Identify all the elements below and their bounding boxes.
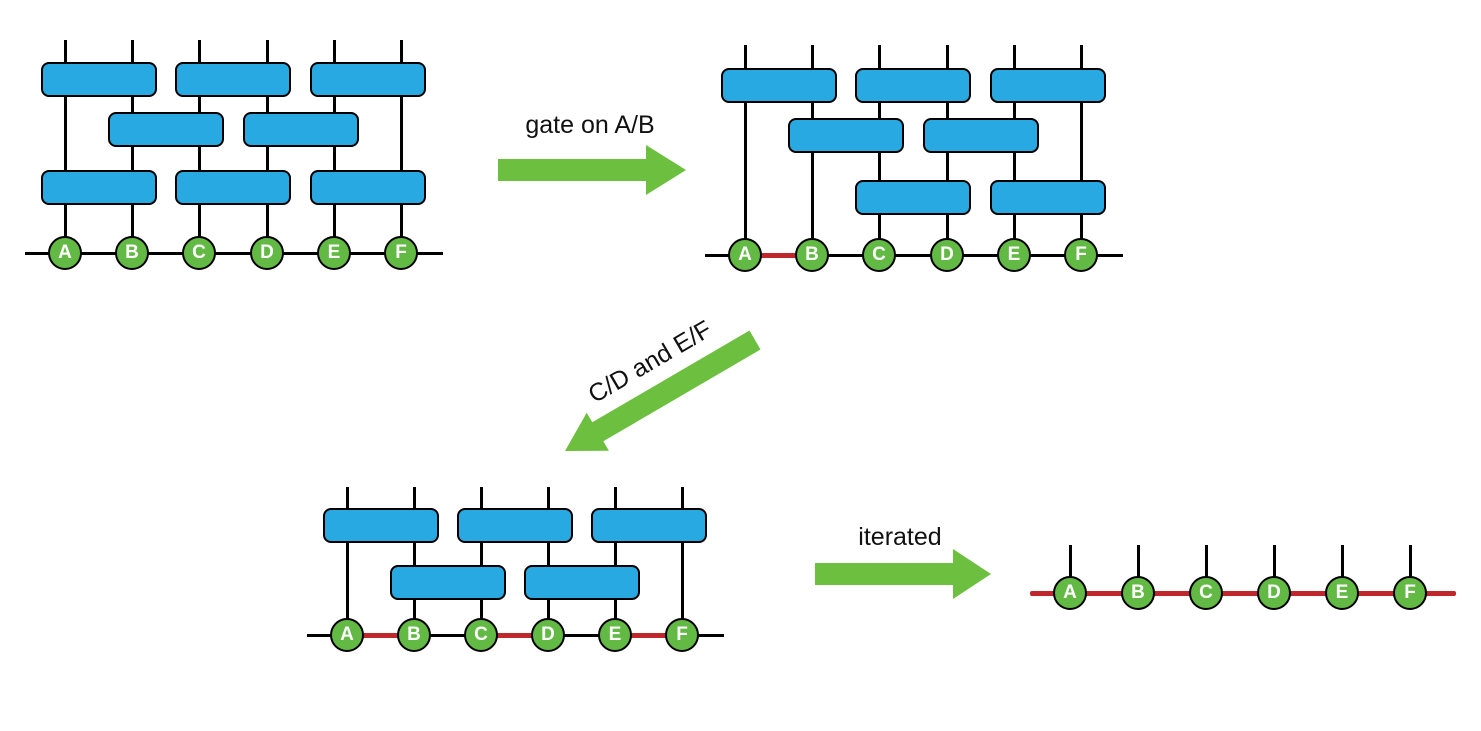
wire-B — [412, 487, 416, 635]
bond-A-B — [359, 632, 402, 638]
arrow-label-gate-on-ab: gate on A/B — [525, 111, 655, 139]
qubit-C: C — [862, 238, 896, 272]
qubit-F: F — [1393, 576, 1427, 610]
gate-C-D — [855, 180, 971, 215]
mps-baseline — [705, 253, 1123, 257]
wire-E — [1340, 545, 1344, 593]
gate-E-F — [989, 68, 1106, 103]
qubit-A: A — [728, 238, 762, 272]
gate-D-E — [242, 112, 359, 147]
qubit-A: A — [1053, 576, 1087, 610]
qubit-F: F — [384, 236, 418, 270]
wire-A — [743, 45, 747, 255]
gate-A-B — [720, 68, 837, 103]
gate-C-D — [456, 508, 573, 543]
gate-D-E — [922, 118, 1039, 153]
qubit-B: B — [115, 236, 149, 270]
gate-B-C — [787, 118, 904, 153]
wire-A — [345, 487, 349, 635]
gate-A-B — [40, 170, 157, 205]
gate-A-B — [40, 62, 157, 97]
wire-F — [1408, 545, 1412, 593]
qubit-C: C — [1189, 576, 1223, 610]
bond-C-D — [493, 632, 536, 638]
gate-E-F — [989, 180, 1106, 215]
wire-D — [546, 487, 550, 635]
qubit-B: B — [1121, 576, 1155, 610]
wire-F — [1079, 45, 1083, 255]
qubit-C: C — [464, 618, 498, 652]
gate-B-C — [389, 565, 506, 600]
gate-C-D — [855, 68, 971, 103]
qubit-E: E — [1325, 576, 1359, 610]
qubit-B: B — [795, 238, 829, 272]
gate-D-E — [523, 565, 640, 600]
gate-C-D — [175, 170, 291, 205]
arrow-right-icon — [815, 549, 991, 599]
wire-C — [1204, 545, 1208, 593]
mps-bond-line — [1030, 590, 1456, 596]
wire-C — [479, 487, 483, 635]
arrow-down-left-icon — [565, 330, 761, 451]
qubit-D: D — [250, 236, 284, 270]
qubit-D: D — [1257, 576, 1291, 610]
gate-E-F — [309, 62, 426, 97]
gate-E-F — [309, 170, 426, 205]
qubit-C: C — [182, 236, 216, 270]
gate-C-D — [175, 62, 291, 97]
qubit-E: E — [598, 618, 632, 652]
gate-A-B — [322, 508, 439, 543]
qubit-D: D — [930, 238, 964, 272]
qubit-A: A — [48, 236, 82, 270]
mps-baseline — [25, 251, 443, 255]
qubit-B: B — [397, 618, 431, 652]
wire-D — [1272, 545, 1276, 593]
bond-E-F — [627, 632, 670, 638]
wire-F — [680, 487, 684, 635]
gate-E-F — [590, 508, 707, 543]
arrow-label-iterated: iterated — [858, 523, 942, 551]
qubit-F: F — [1064, 238, 1098, 272]
wire-A — [1068, 545, 1072, 593]
qubit-F: F — [665, 618, 699, 652]
wire-B — [1136, 545, 1140, 593]
wire-E — [613, 487, 617, 635]
wire-A — [63, 40, 67, 253]
arrow-right-icon — [498, 145, 686, 195]
qubit-A: A — [330, 618, 364, 652]
qubit-E: E — [317, 236, 351, 270]
qubit-E: E — [997, 238, 1031, 272]
gate-B-C — [107, 112, 224, 147]
bond-A-B — [757, 252, 799, 258]
qubit-D: D — [531, 618, 565, 652]
wire-F — [399, 40, 403, 253]
